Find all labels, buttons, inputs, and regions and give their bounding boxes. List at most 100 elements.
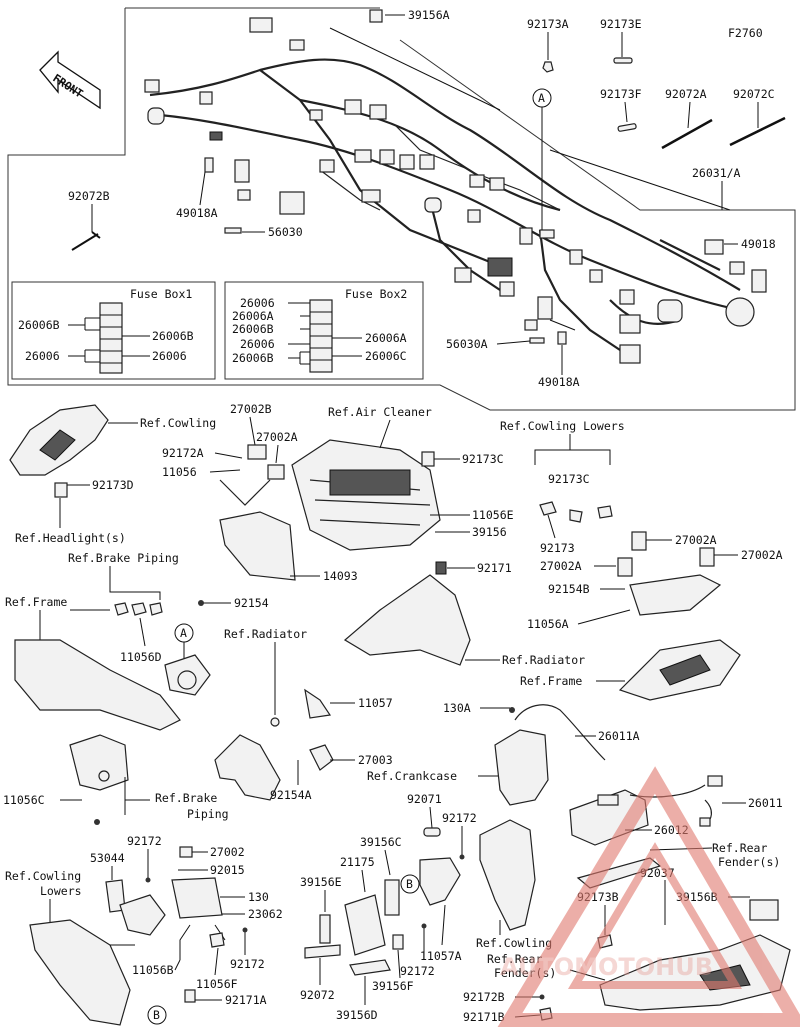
clamp-92173A (542, 61, 554, 73)
connector-27002A-1 (631, 531, 647, 551)
label-92072: 92072 (300, 988, 335, 1002)
ref-A-harness: A (538, 91, 545, 105)
label-39156F: 39156F (372, 979, 414, 993)
label-49018A-top: 49018A (176, 206, 218, 220)
part-39156F (392, 934, 404, 950)
label-11056B: 11056B (132, 963, 174, 977)
label-92173A: 92173A (527, 17, 569, 31)
label-56030: 56030 (268, 225, 303, 239)
fuse1-label-3: 26006 (25, 349, 60, 363)
fuse2-label-1: 26006 (240, 296, 275, 310)
harness-callouts: 39156A 92173A 92173E 92173F 92072A 92072… (68, 8, 776, 389)
label-ref-cowling-lowers-top: Ref.Cowling Lowers (500, 419, 625, 433)
label-ref-rear-fender-1b: Fender(s) (718, 855, 780, 869)
band-92072 (304, 944, 341, 959)
watermark-logo: AUTOMOTOHUB (497, 766, 800, 1027)
label-ref-cowling-bottom: Ref.Cowling (476, 936, 552, 950)
label-ref-rear-fender-1a: Ref.Rear (712, 841, 767, 855)
part-92171A (184, 989, 196, 1003)
bracket-14093 (219, 511, 296, 581)
fuse2-label-7: 26006C (365, 349, 407, 363)
label-92072C: 92072C (733, 87, 775, 101)
ref-B-middle: B (406, 877, 413, 891)
label-ref-headlight: Ref.Headlight(s) (15, 531, 126, 545)
radiator-shape-right (343, 574, 471, 666)
label-92172A: 92172A (162, 446, 204, 460)
part-56030A (529, 337, 545, 344)
bracket-39156C (419, 857, 461, 906)
label-ref-crankcase: Ref.Crankcase (367, 769, 457, 783)
fuse1-label-1: 26006B (18, 318, 60, 332)
label-ref-cowling-lowers-b2: Lowers (40, 884, 82, 898)
part-39156D (349, 959, 391, 976)
label-92172-mid: 92172 (442, 811, 477, 825)
label-11056C: 11056C (3, 793, 45, 807)
watermark-text: AUTOMOTOHUB (500, 953, 713, 981)
frame-left-shape (14, 639, 181, 731)
label-92173D: 92173D (92, 478, 134, 492)
label-26031A: 26031/A (692, 166, 741, 180)
label-27003: 27003 (358, 753, 393, 767)
label-ref-brake-piping-b2: Piping (187, 807, 229, 821)
fuse2-label-3: 26006B (232, 322, 274, 336)
label-ref-brake-piping-top: Ref.Brake Piping (68, 551, 179, 565)
label-92154A: 92154A (270, 788, 312, 802)
label-14093: 14093 (323, 569, 358, 583)
label-27002A-right2: 27002A (540, 559, 582, 573)
label-92171A: 92171A (225, 993, 267, 1007)
label-11056F: 11056F (196, 977, 238, 991)
label-92154: 92154 (234, 596, 269, 610)
label-92072A: 92072A (665, 87, 707, 101)
rear-fender-shape (599, 934, 791, 1011)
label-39156E: 39156E (300, 875, 342, 889)
clamp-92173E (613, 57, 633, 64)
label-39156C: 39156C (360, 835, 402, 849)
label-ref-brake-piping-b1: Ref.Brake (155, 791, 217, 805)
connector-26011 (707, 775, 723, 787)
fuse2-label-5: 26006B (232, 351, 274, 365)
band-92072A (661, 118, 713, 150)
band-92072C (729, 116, 786, 147)
part-56030 (224, 227, 242, 234)
label-92172B: 92172B (463, 990, 505, 1004)
connector-27002A-3 (617, 557, 633, 577)
ref-circle-B-middle (400, 874, 420, 894)
label-11057: 11057 (358, 696, 393, 710)
label-ref-cowling: Ref.Cowling (140, 416, 216, 430)
cowling-bottom-shape (479, 819, 536, 931)
label-49018: 49018 (741, 237, 776, 251)
ref-B-left: B (153, 1008, 160, 1022)
cowling-lowers-shape (29, 919, 131, 1026)
ref-A-lower: A (180, 626, 187, 640)
label-56030A: 56030A (446, 337, 488, 351)
fuse1-label-4: 26006 (152, 349, 187, 363)
label-49018A-bottom: 49018A (538, 375, 580, 389)
label-27002: 27002 (210, 845, 245, 859)
label-92171B: 92171B (463, 1010, 505, 1024)
label-92171: 92171 (477, 561, 512, 575)
label-53044: 53044 (90, 851, 125, 865)
ecu-21175 (344, 894, 386, 956)
fuse1-label-2: 26006B (152, 329, 194, 343)
label-27002A-right3: 27002A (741, 548, 783, 562)
part-39156E (319, 914, 331, 944)
bracket-11056B (119, 894, 166, 936)
label-ref-air-cleaner: Ref.Air Cleaner (328, 405, 432, 419)
label-11056A: 11056A (527, 617, 569, 631)
label-11056E: 11056E (472, 508, 514, 522)
label-92172-bl: 92172 (230, 957, 265, 971)
label-ref-radiator-right: Ref.Radiator (502, 653, 585, 667)
crankcase-shape (494, 729, 549, 806)
label-ref-rear-fender-2a: Ref.Rear (487, 952, 542, 966)
label-11057A: 11057A (420, 949, 462, 963)
figure-code: F2760 (728, 26, 763, 40)
label-26011A: 26011A (598, 729, 640, 743)
label-27002B: 27002B (230, 402, 272, 416)
label-11056: 11056 (162, 465, 197, 479)
label-92154B: 92154B (548, 582, 590, 596)
bracket-11056C (69, 734, 129, 791)
bracket-assembly-right (629, 574, 722, 616)
clamp-92173F (617, 123, 637, 132)
label-92072B: 92072B (68, 189, 110, 203)
connector-27002A-2 (699, 547, 715, 567)
